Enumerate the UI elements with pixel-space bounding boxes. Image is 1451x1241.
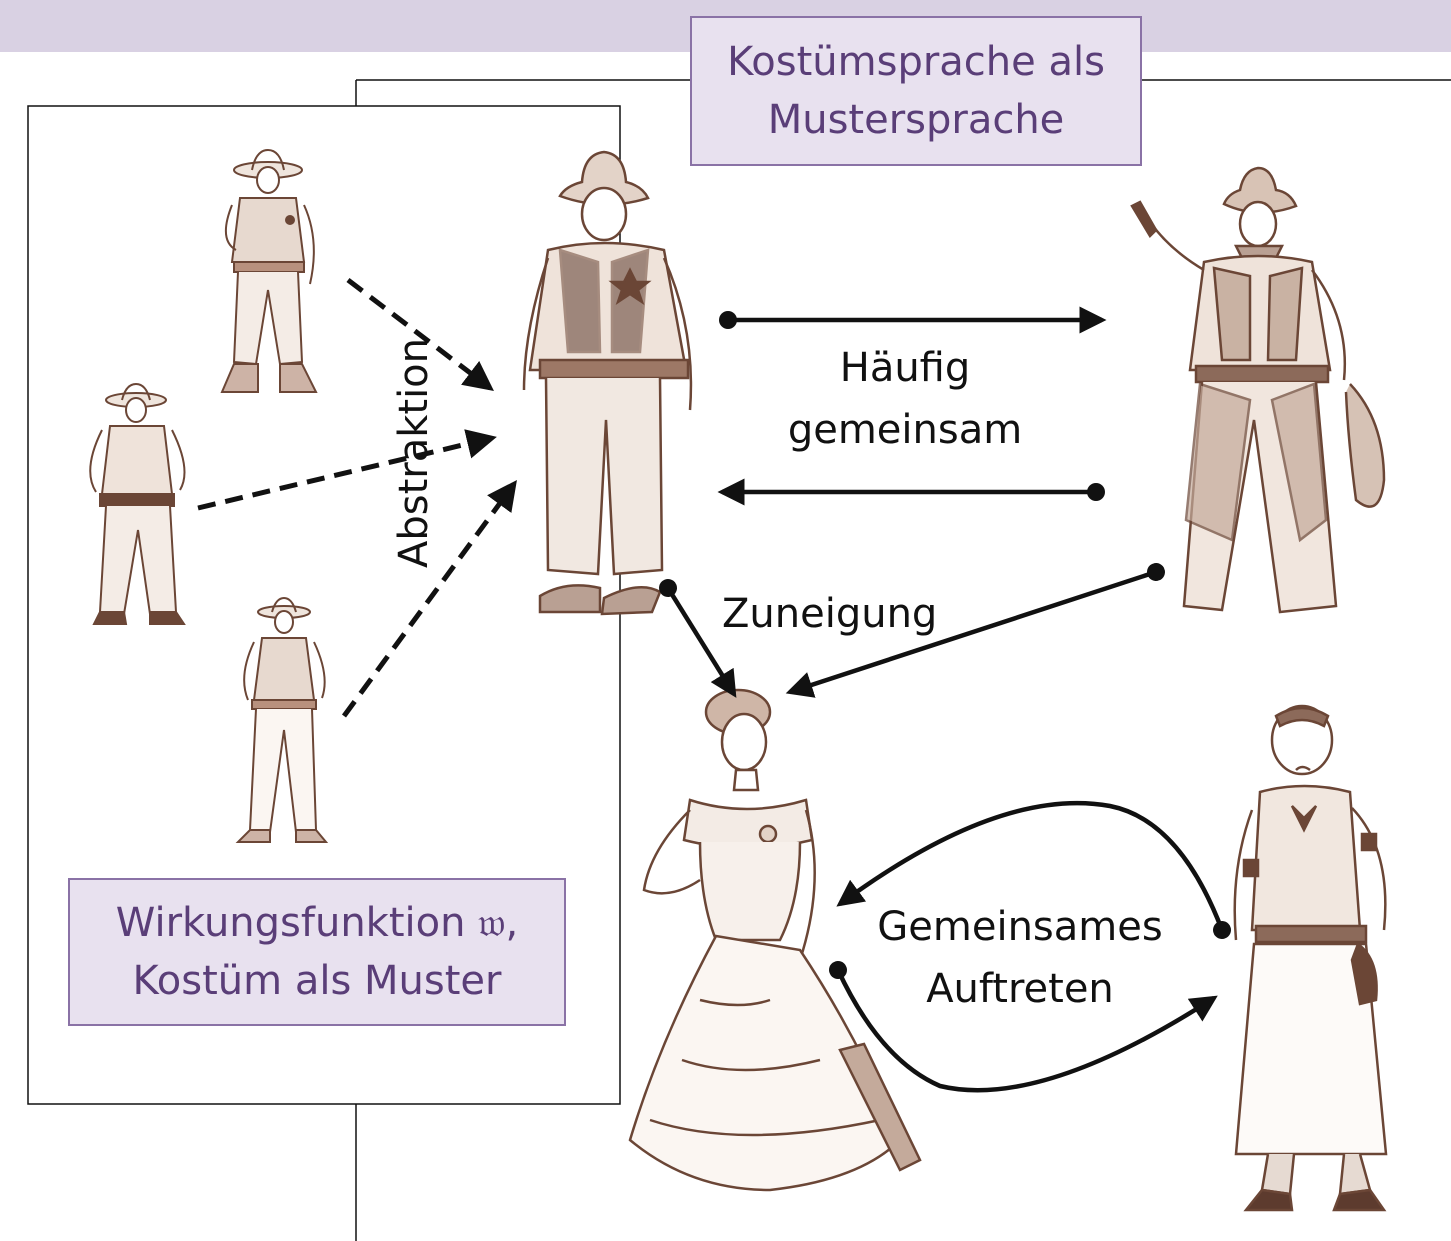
frequent-label-line-2: gemeinsam xyxy=(760,399,1050,461)
frequent-label: Häufig gemeinsam xyxy=(760,337,1050,461)
pattern-line-1: Wirkungsfunktion 𝔴, xyxy=(116,894,518,952)
pattern-box: Wirkungsfunktion 𝔴, Kostüm als Muster xyxy=(68,878,566,1026)
bartender xyxy=(1235,706,1386,1210)
joint-label-line-1: Gemeinsames xyxy=(855,896,1185,958)
pattern-line-2: Kostüm als Muster xyxy=(133,952,502,1010)
joint-label-line-2: Auftreten xyxy=(855,958,1185,1020)
title-line-1: Kostümsprache als xyxy=(727,33,1105,91)
frequent-label-line-1: Häufig xyxy=(760,337,1050,399)
title-box: Kostümsprache als Mustersprache xyxy=(690,16,1142,166)
cowboy-gunslinger xyxy=(1132,168,1384,612)
affection-label: Zuneigung xyxy=(722,583,972,645)
title-line-2: Mustersprache xyxy=(768,91,1065,149)
abstraction-label: Abstraktion xyxy=(391,303,437,603)
joint-label: Gemeinsames Auftreten xyxy=(855,896,1185,1020)
